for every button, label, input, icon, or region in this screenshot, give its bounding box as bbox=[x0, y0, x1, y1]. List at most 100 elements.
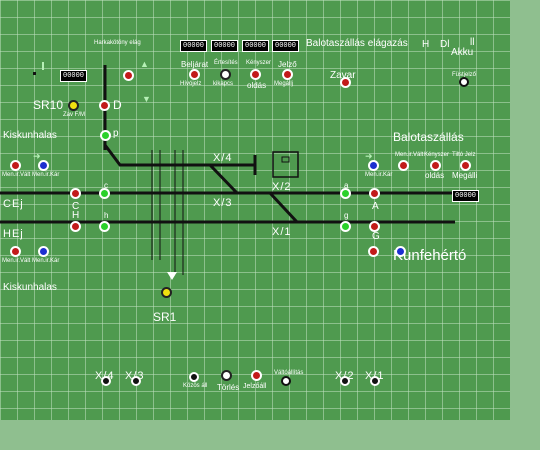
p-signal-lamp[interactable] bbox=[100, 130, 111, 141]
g-signal-label: G bbox=[372, 231, 380, 242]
right-menir-valt-label: Men.ir.Vált bbox=[395, 152, 424, 158]
valtoallitas-label: Váltóállítás bbox=[274, 370, 304, 376]
dl-indicator-label: Dl bbox=[440, 39, 450, 50]
jelzo-label: Jelző bbox=[278, 60, 297, 69]
station-kunfeherto: Kunfehértó bbox=[393, 247, 467, 264]
a-small-label: a bbox=[344, 181, 349, 190]
a-signal-label: A bbox=[372, 201, 379, 212]
harkakotony-label: Harkakötöny elág bbox=[94, 40, 141, 46]
right-oldas-label: oldás bbox=[425, 171, 445, 180]
fustjelzo-label: Füstjelző bbox=[452, 72, 477, 78]
d-signal-label: D bbox=[113, 98, 122, 112]
sr10-signal-lamp[interactable] bbox=[68, 100, 79, 111]
arrow-icon: ▲ bbox=[140, 59, 149, 69]
ertesites-button[interactable] bbox=[220, 69, 231, 80]
h-shunt-lamp[interactable] bbox=[99, 221, 110, 232]
h-small-label: h bbox=[104, 211, 109, 220]
arrow-right-icon: ➜ bbox=[33, 151, 41, 161]
right-menir-kar-button[interactable] bbox=[368, 160, 379, 171]
jelzoall-label: Jelzőáll bbox=[243, 383, 267, 390]
left-menir-kar-label: Men.ir.Kár bbox=[32, 172, 60, 178]
track-x2-crossover bbox=[268, 191, 299, 224]
harkakotony-signal-lamp[interactable] bbox=[123, 70, 134, 81]
megallj-label: Megállj bbox=[274, 81, 294, 87]
track-x2-label: X/2 bbox=[272, 181, 292, 193]
torles-label: Törlés bbox=[217, 383, 240, 392]
torles-button[interactable] bbox=[221, 370, 232, 381]
c-signal-lamp[interactable] bbox=[70, 188, 81, 199]
h-signal-label: H bbox=[72, 210, 80, 221]
left-lower-kar-button[interactable] bbox=[38, 246, 49, 257]
sr1-label: SR1 bbox=[153, 310, 177, 324]
station-balotaszallas: Balotaszállás bbox=[393, 130, 464, 144]
bottom-x1-button[interactable] bbox=[370, 376, 380, 386]
sr1-direction-icon bbox=[167, 272, 177, 280]
zav-fm-label: Zav F/M bbox=[63, 112, 85, 118]
counter-3: 00000 bbox=[242, 40, 270, 52]
tiltas-jelz-label: Tiltó Jelz bbox=[452, 152, 476, 158]
right-megall-button[interactable] bbox=[460, 160, 471, 171]
bottom-x4-button[interactable] bbox=[101, 376, 111, 386]
station-kiskunhalas-bottom: Kiskunhalas bbox=[3, 282, 57, 293]
station-kiskunhalas-top: Kiskunhalas bbox=[3, 130, 57, 141]
right-lower-kar-button[interactable] bbox=[368, 246, 379, 257]
g-small-label: g bbox=[344, 211, 349, 220]
g-shunt-lamp[interactable] bbox=[340, 221, 351, 232]
zavar-lamp[interactable] bbox=[340, 77, 351, 88]
a-signal-lamp[interactable] bbox=[369, 188, 380, 199]
ertesites-label: Értesítés bbox=[214, 60, 238, 66]
c-small-label: c bbox=[104, 181, 108, 190]
track-cej-label: CEj bbox=[3, 198, 24, 210]
bottom-x2-button[interactable] bbox=[340, 376, 350, 386]
a-shunt-lamp[interactable] bbox=[340, 188, 351, 199]
right-oldas-button[interactable] bbox=[430, 160, 441, 171]
g-signal-lamp[interactable] bbox=[369, 221, 380, 232]
right-menir-valt-button[interactable] bbox=[398, 160, 409, 171]
track-x1-label: X/1 bbox=[272, 226, 292, 238]
location-title: Balotaszállás elágazás bbox=[306, 38, 408, 49]
kikapcs-label: kikapcs bbox=[213, 81, 234, 87]
arrow-down-icon: ▼ bbox=[142, 94, 151, 104]
h-signal-lamp[interactable] bbox=[70, 221, 81, 232]
valtoallitas-button[interactable] bbox=[281, 376, 291, 386]
interlocking-panel: Harkakötöny elág 00000 00000 00000 00000… bbox=[0, 0, 510, 420]
jelzo-megallj-button[interactable] bbox=[282, 69, 293, 80]
arrow-left-icon: ➜ bbox=[365, 151, 373, 161]
zavar-label: Zavar bbox=[330, 70, 356, 81]
left-lower-kar-label: Men.ir.Kár bbox=[32, 258, 60, 264]
counter-1: 00000 bbox=[180, 40, 208, 52]
track-x3-label: X/3 bbox=[213, 197, 233, 209]
right-lower-valt-button[interactable] bbox=[395, 246, 406, 257]
ll-indicator-label: ll bbox=[470, 37, 475, 48]
left-counter: 00000 bbox=[60, 70, 88, 82]
p-signal-label: p bbox=[113, 128, 119, 139]
right-megall-label: Megálli bbox=[452, 171, 478, 180]
left-lower-valt-label: Men.ir.Vált bbox=[2, 258, 31, 264]
left-menir-valt-button[interactable] bbox=[10, 160, 21, 171]
indicator-dot bbox=[33, 72, 36, 75]
d-signal-lamp[interactable] bbox=[99, 100, 110, 111]
right-counter: 00000 bbox=[452, 190, 480, 202]
right-kenyszer-label: Kényszer bbox=[424, 152, 450, 158]
oldas-label: oldás bbox=[247, 81, 267, 90]
c-shunt-lamp[interactable] bbox=[99, 188, 110, 199]
c-signal-label: C bbox=[72, 201, 80, 212]
sr1-signal-lamp[interactable] bbox=[161, 287, 172, 298]
kenyszer-label: Kényszer bbox=[246, 60, 272, 66]
hivojelz-label: Hívójelz bbox=[180, 81, 202, 87]
beljarat-label: Beljárat bbox=[181, 60, 209, 69]
status-bar-icon bbox=[42, 62, 44, 70]
fustjelzo-button[interactable] bbox=[459, 77, 469, 87]
left-menir-valt-label: Men.ir.Vált bbox=[2, 172, 31, 178]
sr10-label: SR10 bbox=[33, 98, 64, 112]
right-menir-kar-label: Men.ir.Kár bbox=[365, 172, 393, 178]
bottom-x3-button[interactable] bbox=[131, 376, 141, 386]
kozos-all-label: Közös áll bbox=[183, 383, 208, 389]
kenyszer-oldas-button[interactable] bbox=[250, 69, 261, 80]
station-building-icon bbox=[272, 151, 299, 178]
left-lower-valt-button[interactable] bbox=[10, 246, 21, 257]
kozos-all-button[interactable] bbox=[189, 372, 199, 382]
left-menir-kar-button[interactable] bbox=[38, 160, 49, 171]
beljarat-button[interactable] bbox=[189, 69, 200, 80]
jelzoall-button[interactable] bbox=[251, 370, 262, 381]
